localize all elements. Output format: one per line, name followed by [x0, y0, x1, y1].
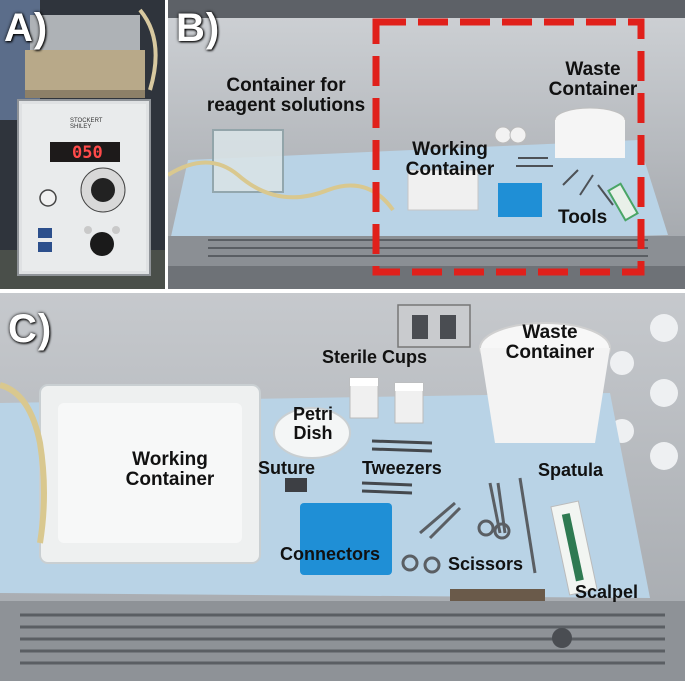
panel-a-pump-photo: STOCKERT SHILEY 050 A): [0, 0, 165, 289]
panel-c-hood-detail: C) Sterile Cups Waste Container Petri Di…: [0, 293, 685, 681]
label-scissors: Scissors: [448, 554, 524, 574]
label-reagent-container: Container for reagent solutions: [206, 75, 366, 116]
label-sterile-cups: Sterile Cups: [322, 347, 428, 367]
device-brand: STOCKERT SHILEY: [70, 118, 103, 130]
label-working-container-c: Working Container: [125, 449, 215, 490]
label-waste-container-b: Waste Container: [548, 59, 638, 100]
panel-c-label: C): [8, 307, 53, 351]
label-tools: Tools: [558, 207, 608, 228]
label-working-container-b: Working Container: [405, 139, 495, 180]
device-display-readout: 050: [72, 143, 103, 163]
label-tweezers: Tweezers: [362, 458, 442, 478]
panel-b-label: B): [176, 6, 221, 50]
label-petri-dish: Petri Dish: [292, 404, 334, 443]
label-spatula: Spatula: [538, 460, 604, 480]
hood-detail-illustration: [0, 293, 685, 681]
hood-illustration: [168, 0, 685, 289]
label-scalpel: Scalpel: [575, 582, 639, 602]
label-connectors: Connectors: [280, 544, 381, 564]
panel-b-hood-overview: B) Container for reagent solutions Waste…: [168, 0, 685, 289]
label-suture: Suture: [258, 458, 316, 478]
panel-a-label: A): [4, 6, 49, 50]
pump-illustration: [0, 0, 165, 289]
label-waste-container-c: Waste Container: [505, 322, 595, 363]
